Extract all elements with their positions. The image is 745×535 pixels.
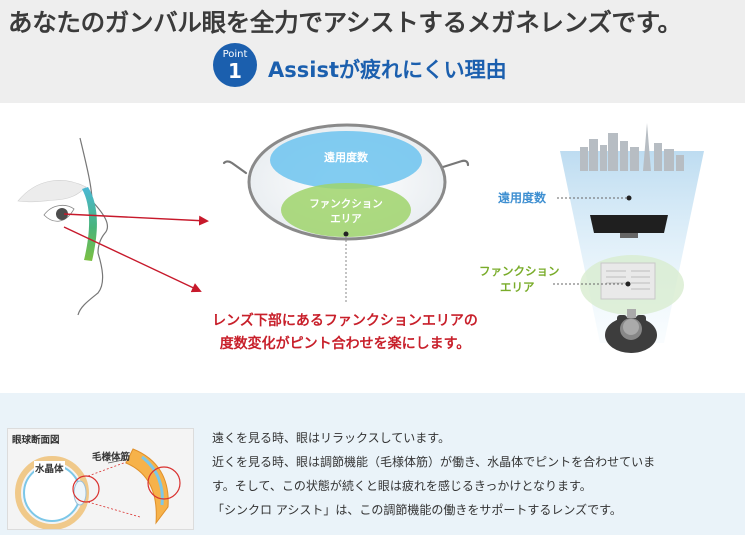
lens-side-view [82,187,97,261]
point-number: 1 [228,59,242,83]
scene-near-label-line2: エリア [500,280,535,294]
scene-near-label-line1: ファンクション [479,264,560,278]
lens-caption: レンズ下部にあるファンクションエリアの 度数変化がピント合わせを楽にします。 [205,310,485,356]
near-zone-label-line2: エリア [330,213,362,225]
point-word: Point [222,49,248,60]
near-sight-arrow [63,226,202,293]
brow-shape [17,180,87,203]
point-badge: Point 1 [213,43,257,87]
head-outline [77,137,109,316]
newspaper-lines [606,270,650,290]
far-sight-arrow [63,213,209,226]
inset-title: 眼球断面図 [12,435,60,446]
lens-caption-line1: レンズ下部にあるファンクションエリアの [212,313,478,329]
eye-cross-section-figure: 眼球断面図 水晶体 毛様体筋 [7,428,194,530]
near-zone [281,183,411,237]
far-zone-label: 遠用度数 [324,150,369,164]
eyeglass-lens: 遠用度数 ファンクション エリア [222,123,470,303]
computer-monitor-icon [590,215,668,238]
ciliary-muscle-label: 毛様体筋 [92,452,131,463]
explanation-line-4: 「シンクロ アシスト」は、この調節機能の働きをサポートするレンズです。 [212,503,622,517]
near-zone-marker-dot [343,231,349,237]
iris-shape [56,208,68,220]
city-skyline-icon [580,123,684,171]
section-heading: Assistが疲れにくい理由 [268,58,507,82]
explanation-band: 眼球断面図 水晶体 毛様体筋 遠くを見る時、眼はリラックスしています。 近くを見… [0,393,745,535]
explanation-line-1: 遠くを見る時、眼はリラックスしています。 [212,431,451,445]
explanation-line-2: 近くを見る時、眼は調節機能（毛様体筋）が働き、水晶体でピントを合わせていま [212,455,656,469]
page-title: あなたのガンバル眼を全力でアシストするメガネレンズです。 [8,8,682,37]
temple-arm-right [441,159,470,169]
person-top-view-icon [605,309,657,353]
lens-caption-line2: 度数変化がピント合わせを楽にします。 [219,336,471,352]
viewing-scene: 遠用度数 ファンクション エリア [479,123,704,353]
far-target-dot [626,195,632,201]
eyeball-cross-section-icon [15,448,181,529]
temple-arm-left [222,160,248,175]
newspaper-icon [600,262,656,300]
face-profile-illustration [17,137,109,316]
crystalline-lens-label: 水晶体 [34,461,65,475]
header-band: あなたのガンバル眼を全力でアシストするメガネレンズです。 Point 1 Ass… [0,0,745,103]
explanation-line-3: す。そして、この状態が続くと眼は疲れを感じるきっかけとなります。 [212,479,592,493]
far-zone [270,131,422,189]
lens-diagram: 遠用度数 ファンクション エリア 遠用度数 [17,123,704,353]
near-target-dot [625,281,631,287]
scene-far-label: 遠用度数 [498,190,547,205]
near-zone-label-line1: ファンクション [309,198,383,210]
explanation-text: 遠くを見る時、眼はリラックスしています。 近くを見る時、眼は調節機能（毛様体筋）… [212,426,732,522]
